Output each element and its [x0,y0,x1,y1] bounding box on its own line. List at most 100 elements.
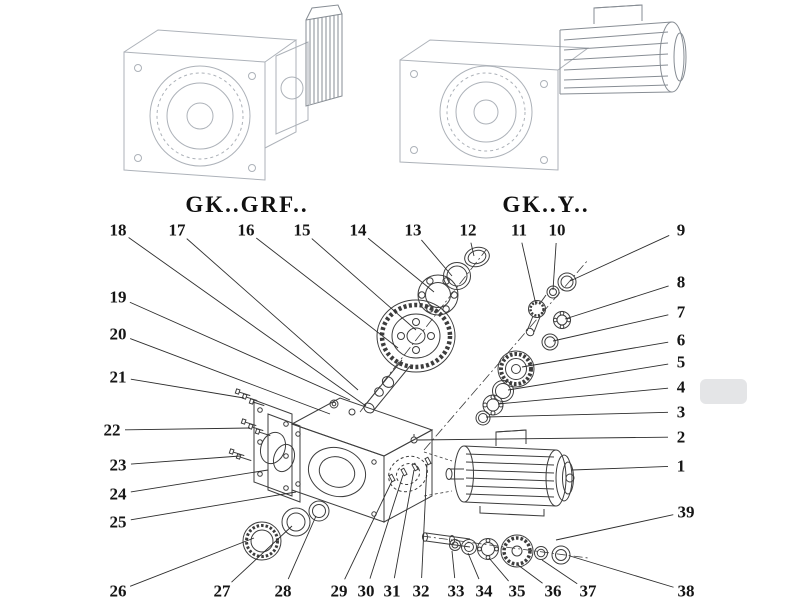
leader-line-2 [416,436,669,441]
callout-31: 31 [384,469,415,600]
leader-line-28 [287,515,317,580]
part-bolts-23 [228,448,253,464]
callout-15: 15 [294,221,417,331]
part-number-31: 31 [384,582,401,600]
leader-line-11 [521,242,537,306]
axis-output-assembly [421,535,589,559]
part-number-6: 6 [677,331,686,350]
callout-5: 5 [507,353,685,391]
exploded-assembly [228,246,589,568]
leader-line-1 [571,466,669,471]
leader-line-21 [130,378,245,399]
part-number-30: 30 [358,582,375,600]
part-number-38: 38 [678,582,695,600]
callout-19: 19 [110,288,351,401]
callout-28: 28 [275,515,317,600]
part-number-15: 15 [294,221,311,240]
part-number-23: 23 [110,456,127,475]
callout-12: 12 [460,221,477,257]
callout-34: 34 [467,552,494,600]
part-number-19: 19 [110,288,127,307]
part-gasket [267,413,301,503]
leader-line-32 [421,463,428,579]
part-plug [410,434,418,444]
part-number-32: 32 [413,582,430,600]
part-number-12: 12 [460,221,477,240]
part-ring-5 [492,380,514,402]
part-ring-7 [541,333,559,351]
leader-line-38 [569,555,674,588]
part-ring-28 [308,500,330,522]
callout-38: 38 [569,555,695,600]
part-number-16: 16 [238,221,255,240]
leader-line-3 [485,411,669,418]
part-bearing-8 [552,310,572,330]
leader-line-26 [129,537,255,587]
callout-21: 21 [110,368,245,399]
assembled-view-gk-grf [123,29,309,181]
part-number-11: 11 [511,221,527,240]
leader-line-29 [344,480,393,580]
callout-32: 32 [413,463,430,600]
variant-label-gk-y: GK..Y.. [502,192,589,217]
part-bolts-21 [234,388,266,409]
leader-line-19 [129,301,351,401]
callout-35: 35 [488,557,526,600]
assembled-view-gk-y [399,39,590,171]
leader-line-37 [541,559,578,585]
part-number-10: 10 [549,221,566,240]
part-number-3: 3 [677,403,686,422]
part-number-26: 26 [110,582,127,600]
leader-line-12 [470,242,475,257]
part-ring-26 [242,521,282,561]
callout-17: 17 [169,221,359,391]
part-fasteners-29-32 [388,456,432,483]
part-big-gear [376,299,456,373]
callout-18: 18 [110,221,367,407]
part-number-17: 17 [169,221,187,240]
part-number-29: 29 [331,582,348,600]
part-number-33: 33 [448,582,465,600]
watermark-blob [700,379,747,404]
callout-1: 1 [571,457,685,476]
part-ring-13 [443,262,471,290]
part-gear-6 [497,350,535,388]
callout-39: 39 [555,503,695,541]
callout-30: 30 [358,474,404,600]
leader-line-6 [521,341,669,368]
callout-8: 8 [564,273,686,320]
part-bearing-14 [417,274,459,316]
callout-27: 27 [214,525,293,600]
callout-7: 7 [552,303,686,342]
part-number-28: 28 [275,582,292,600]
part-number-39: 39 [678,503,695,522]
part-number-34: 34 [476,582,494,600]
leader-line-22 [124,427,251,431]
part-number-8: 8 [677,273,686,292]
callout-37: 37 [541,559,597,600]
part-number-9: 9 [677,221,686,240]
leader-line-30 [369,474,404,579]
part-ring-12 [464,246,490,268]
part-number-35: 35 [509,582,526,600]
leader-line-17 [186,238,359,391]
part-number-18: 18 [110,221,127,240]
callout-13: 13 [405,221,453,277]
part-pinion-shaft [525,294,547,337]
callout-6: 6 [521,331,686,368]
callout-22: 22 [104,421,251,440]
leader-line-10 [552,242,557,291]
callout-24: 24 [110,469,269,504]
leader-line-33 [451,550,456,579]
leader-line-15 [311,238,417,331]
leader-line-9 [569,235,670,282]
callout-16: 16 [238,221,399,349]
assembly-guide-bottom [423,490,453,497]
assembly-guide-top [423,451,453,462]
leader-line-4 [497,387,669,405]
part-number-2: 2 [677,428,686,447]
variant-label-gk-grf: GK..GRF.. [185,192,308,217]
part-number-4: 4 [677,378,686,397]
